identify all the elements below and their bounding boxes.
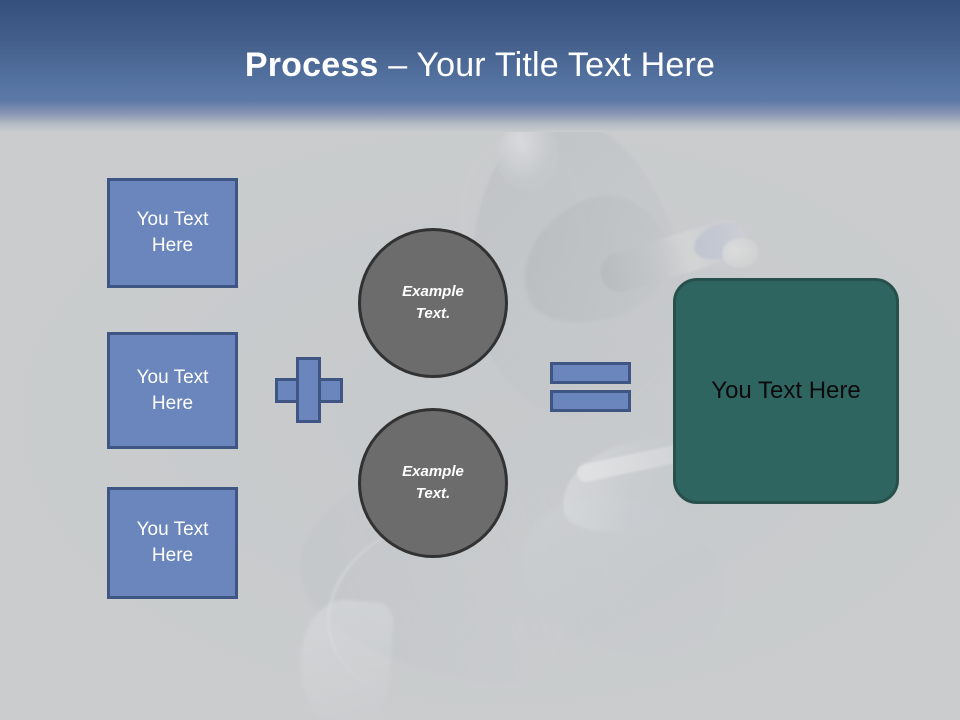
result-box[interactable]: You Text Here: [673, 278, 899, 504]
result-box-label: You Text Here: [711, 377, 861, 405]
equals-operator-icon: [550, 362, 631, 412]
example-circle-2-line2: Text.: [415, 485, 451, 502]
input-box-3-label: You Text Here: [136, 519, 209, 566]
slide-header-band: Process – Your Title Text Here: [0, 0, 960, 132]
equals-top-bar: [550, 362, 631, 384]
example-circle-1-line2: Text.: [415, 305, 451, 322]
input-box-3[interactable]: You Text Here: [107, 487, 238, 599]
example-circle-1[interactable]: Example Text.: [358, 228, 508, 378]
background-figure-glove: [688, 215, 756, 267]
plus-operator-icon: [275, 357, 343, 423]
background-figure-hand: [722, 238, 758, 268]
plus-center-fill: [299, 381, 318, 400]
background-figure-streak-b: [294, 596, 396, 720]
slide-title-strong: Process: [244, 46, 379, 84]
input-box-1[interactable]: You Text Here: [107, 178, 238, 288]
slide-title: Process – Your Title Text Here: [0, 48, 960, 82]
input-box-2-label: You Text Here: [136, 366, 209, 414]
example-circle-1-text: Example Text.: [402, 281, 464, 325]
example-circle-1-line1: Example: [402, 283, 464, 301]
input-box-2[interactable]: You Text Here: [107, 332, 238, 449]
equals-bottom-bar: [550, 390, 631, 412]
example-circle-2-text: Example Text.: [402, 461, 464, 505]
slide-title-rest: – Your Title Text Here: [378, 46, 716, 84]
example-circle-2-line1: Example: [402, 463, 464, 481]
input-box-1-label: You Text Here: [136, 209, 209, 256]
background-figure-shoulder: [505, 179, 685, 341]
example-circle-2[interactable]: Example Text.: [358, 408, 508, 558]
